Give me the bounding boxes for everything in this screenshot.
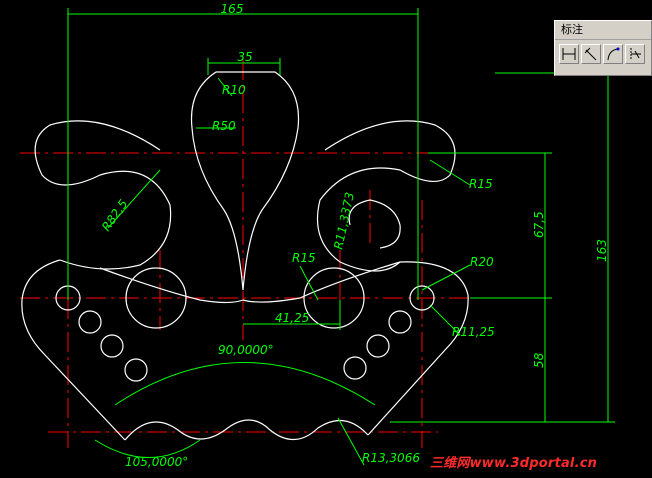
dim-vertical-67-5: 67,5 — [532, 211, 546, 238]
dim-vertical-58: 58 — [532, 352, 546, 368]
dim-radius-r82-5: R82,5 — [99, 197, 131, 234]
dim-offset-41-25: 41,25 — [275, 311, 309, 325]
linear-dimension-icon — [562, 48, 576, 60]
dim-width-165: 165 — [221, 2, 244, 16]
dim-angle-90: 90,0000° — [218, 343, 274, 357]
dim-angle-105: 105,0000° — [125, 455, 188, 469]
ordinate-dimension-icon — [630, 48, 641, 60]
dim-neck-35: 35 — [237, 50, 252, 64]
arc-dimension-icon — [607, 47, 620, 61]
aligned-dimension-button[interactable] — [581, 44, 601, 64]
dimension-geometry — [67, 8, 615, 466]
dim-radius-r11-3373: R11,3373 — [331, 191, 357, 251]
aligned-dimension-icon — [584, 47, 597, 61]
dim-radius-r20: R20 — [470, 255, 494, 269]
dimension-toolbar[interactable]: 标注 — [554, 20, 652, 76]
arc-dimension-button[interactable] — [603, 44, 623, 64]
dimension-labels: 165 35 R10 R50 R82,5 R15 R11,3373 R15 R2… — [99, 2, 609, 469]
dim-radius-r13-3066: R13,3066 — [362, 451, 420, 465]
toolbar-button-row — [555, 40, 651, 68]
center-lines — [20, 60, 490, 448]
dim-radius-r15-mid: R15 — [292, 251, 316, 265]
ordinate-dimension-button[interactable] — [625, 44, 645, 64]
dim-radius-r11-25: R11,25 — [452, 325, 495, 339]
dim-vertical-163: 163 — [595, 239, 609, 262]
watermark-text: 三维网www.3dportal.cn — [430, 456, 598, 471]
toolbar-title: 标注 — [555, 21, 651, 40]
linear-dimension-button[interactable] — [559, 44, 579, 64]
dim-radius-r50: R50 — [212, 119, 236, 133]
dim-radius-r10: R10 — [222, 83, 246, 97]
part-outline — [21, 71, 469, 441]
dim-radius-r15-right: R15 — [469, 177, 493, 191]
